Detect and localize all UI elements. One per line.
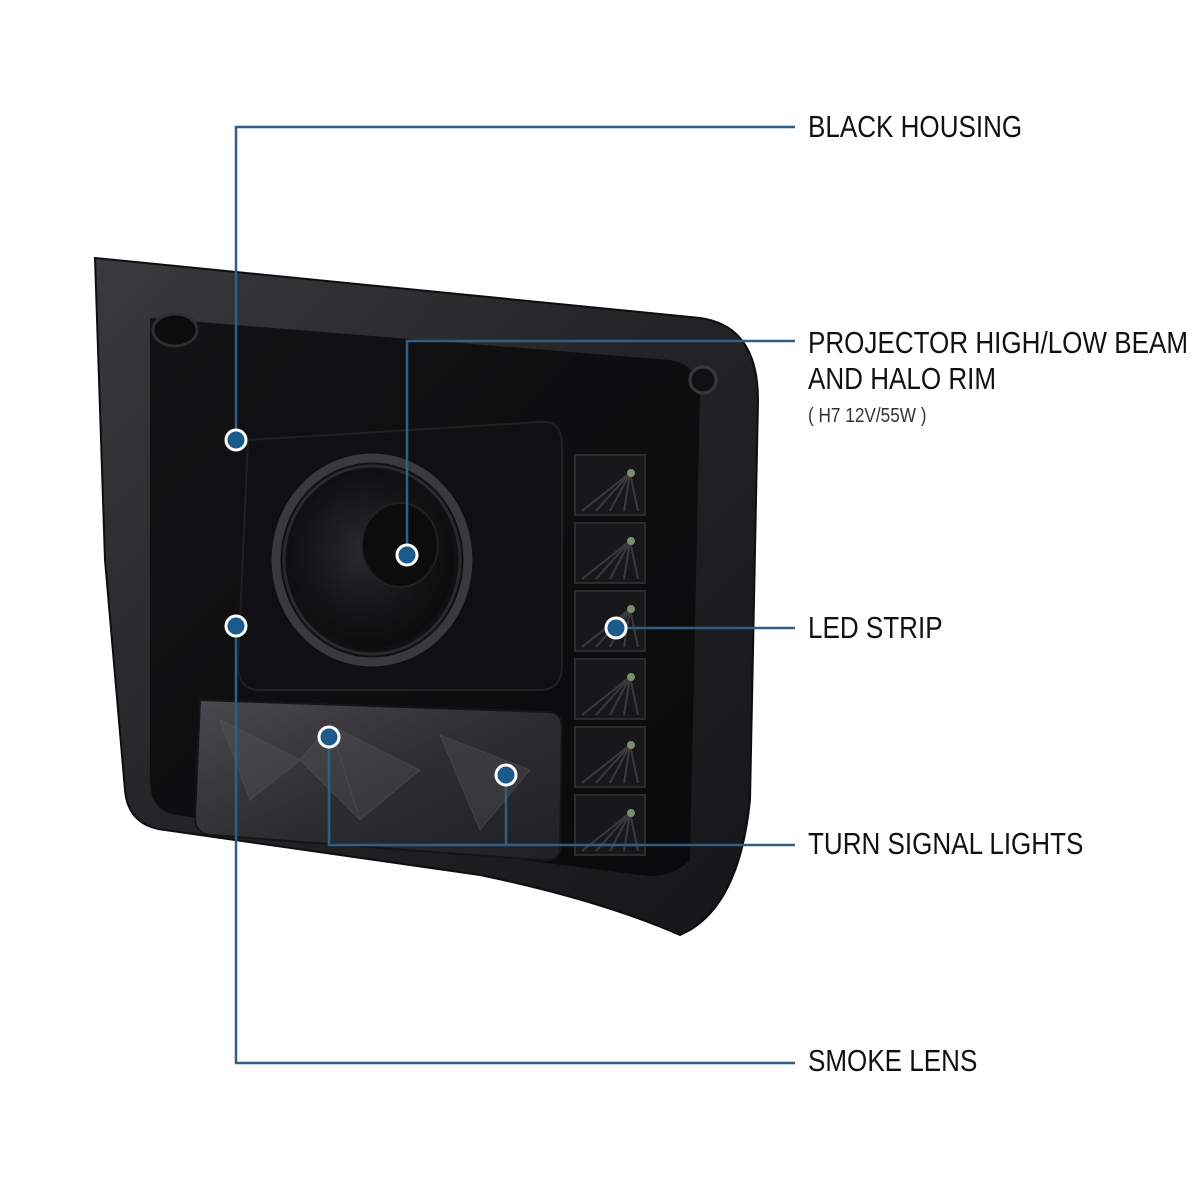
marker-led-strip (604, 616, 628, 640)
leader-lines (234, 125, 795, 1065)
label-projector-line1: PROJECTOR HIGH/LOW BEAM (808, 325, 1189, 360)
leader-smoke-lens (234, 626, 795, 1065)
led-reflector-ray (595, 744, 631, 784)
marker-black-housing (224, 428, 248, 452)
led-emitter (627, 537, 635, 545)
projector-lens-core (361, 502, 439, 588)
led-emitter (627, 809, 635, 817)
label-projector-spec: ( H7 12V/55W ) (808, 405, 927, 427)
led-cell (574, 726, 646, 788)
led-reflector-ray (581, 540, 631, 580)
mounting-hole-left (151, 312, 199, 348)
led-cell (574, 454, 646, 516)
led-reflector-ray (623, 472, 631, 512)
label-smoke-lens: SMOKE LENS (808, 1043, 978, 1078)
led-reflector-ray (623, 744, 631, 784)
leader-turn-signal-a (327, 737, 795, 847)
halo-rim (271, 453, 473, 667)
led-reflector-ray (595, 676, 631, 716)
led-reflector-ray (609, 540, 631, 580)
led-emitter (627, 741, 635, 749)
led-reflector-ray (595, 472, 631, 512)
marker-smoke-lens (224, 614, 248, 638)
led-reflector-ray (581, 472, 631, 512)
led-reflector-ray (609, 676, 631, 716)
led-reflector-ray (623, 540, 631, 580)
callout-markers (224, 428, 628, 787)
leader-black-housing (234, 125, 795, 440)
halo-rim-glow (282, 464, 462, 656)
led-reflector-ray (629, 676, 639, 716)
led-reflector-ray (609, 744, 631, 784)
leader-projector (405, 339, 795, 555)
smoke-lens-facets (219, 718, 531, 831)
label-turn-signal: TURN SIGNAL LIGHTS (808, 826, 1084, 861)
led-emitter (627, 673, 635, 681)
led-reflector-ray (629, 472, 639, 512)
label-led-strip: LED STRIP (808, 610, 943, 645)
led-reflector-ray (581, 676, 631, 716)
led-reflector-ray (629, 540, 639, 580)
marker-projector (395, 543, 419, 567)
led-reflector-ray (623, 676, 631, 716)
label-projector-line2: AND HALO RIM (808, 361, 997, 396)
led-cell (574, 658, 646, 720)
led-reflector-ray (595, 540, 631, 580)
led-reflector-ray (629, 744, 639, 784)
marker-turn-signal-a (317, 725, 341, 749)
led-reflector-ray (609, 472, 631, 512)
mounting-hole-right (688, 365, 718, 395)
led-reflector-ray (581, 744, 631, 784)
smoke-lens-panel (193, 698, 564, 862)
led-emitter (627, 605, 635, 613)
label-black-housing: BLACK HOUSING (808, 109, 1023, 144)
led-cell (574, 522, 646, 584)
led-emitter (627, 469, 635, 477)
marker-turn-signal-b (494, 763, 518, 787)
